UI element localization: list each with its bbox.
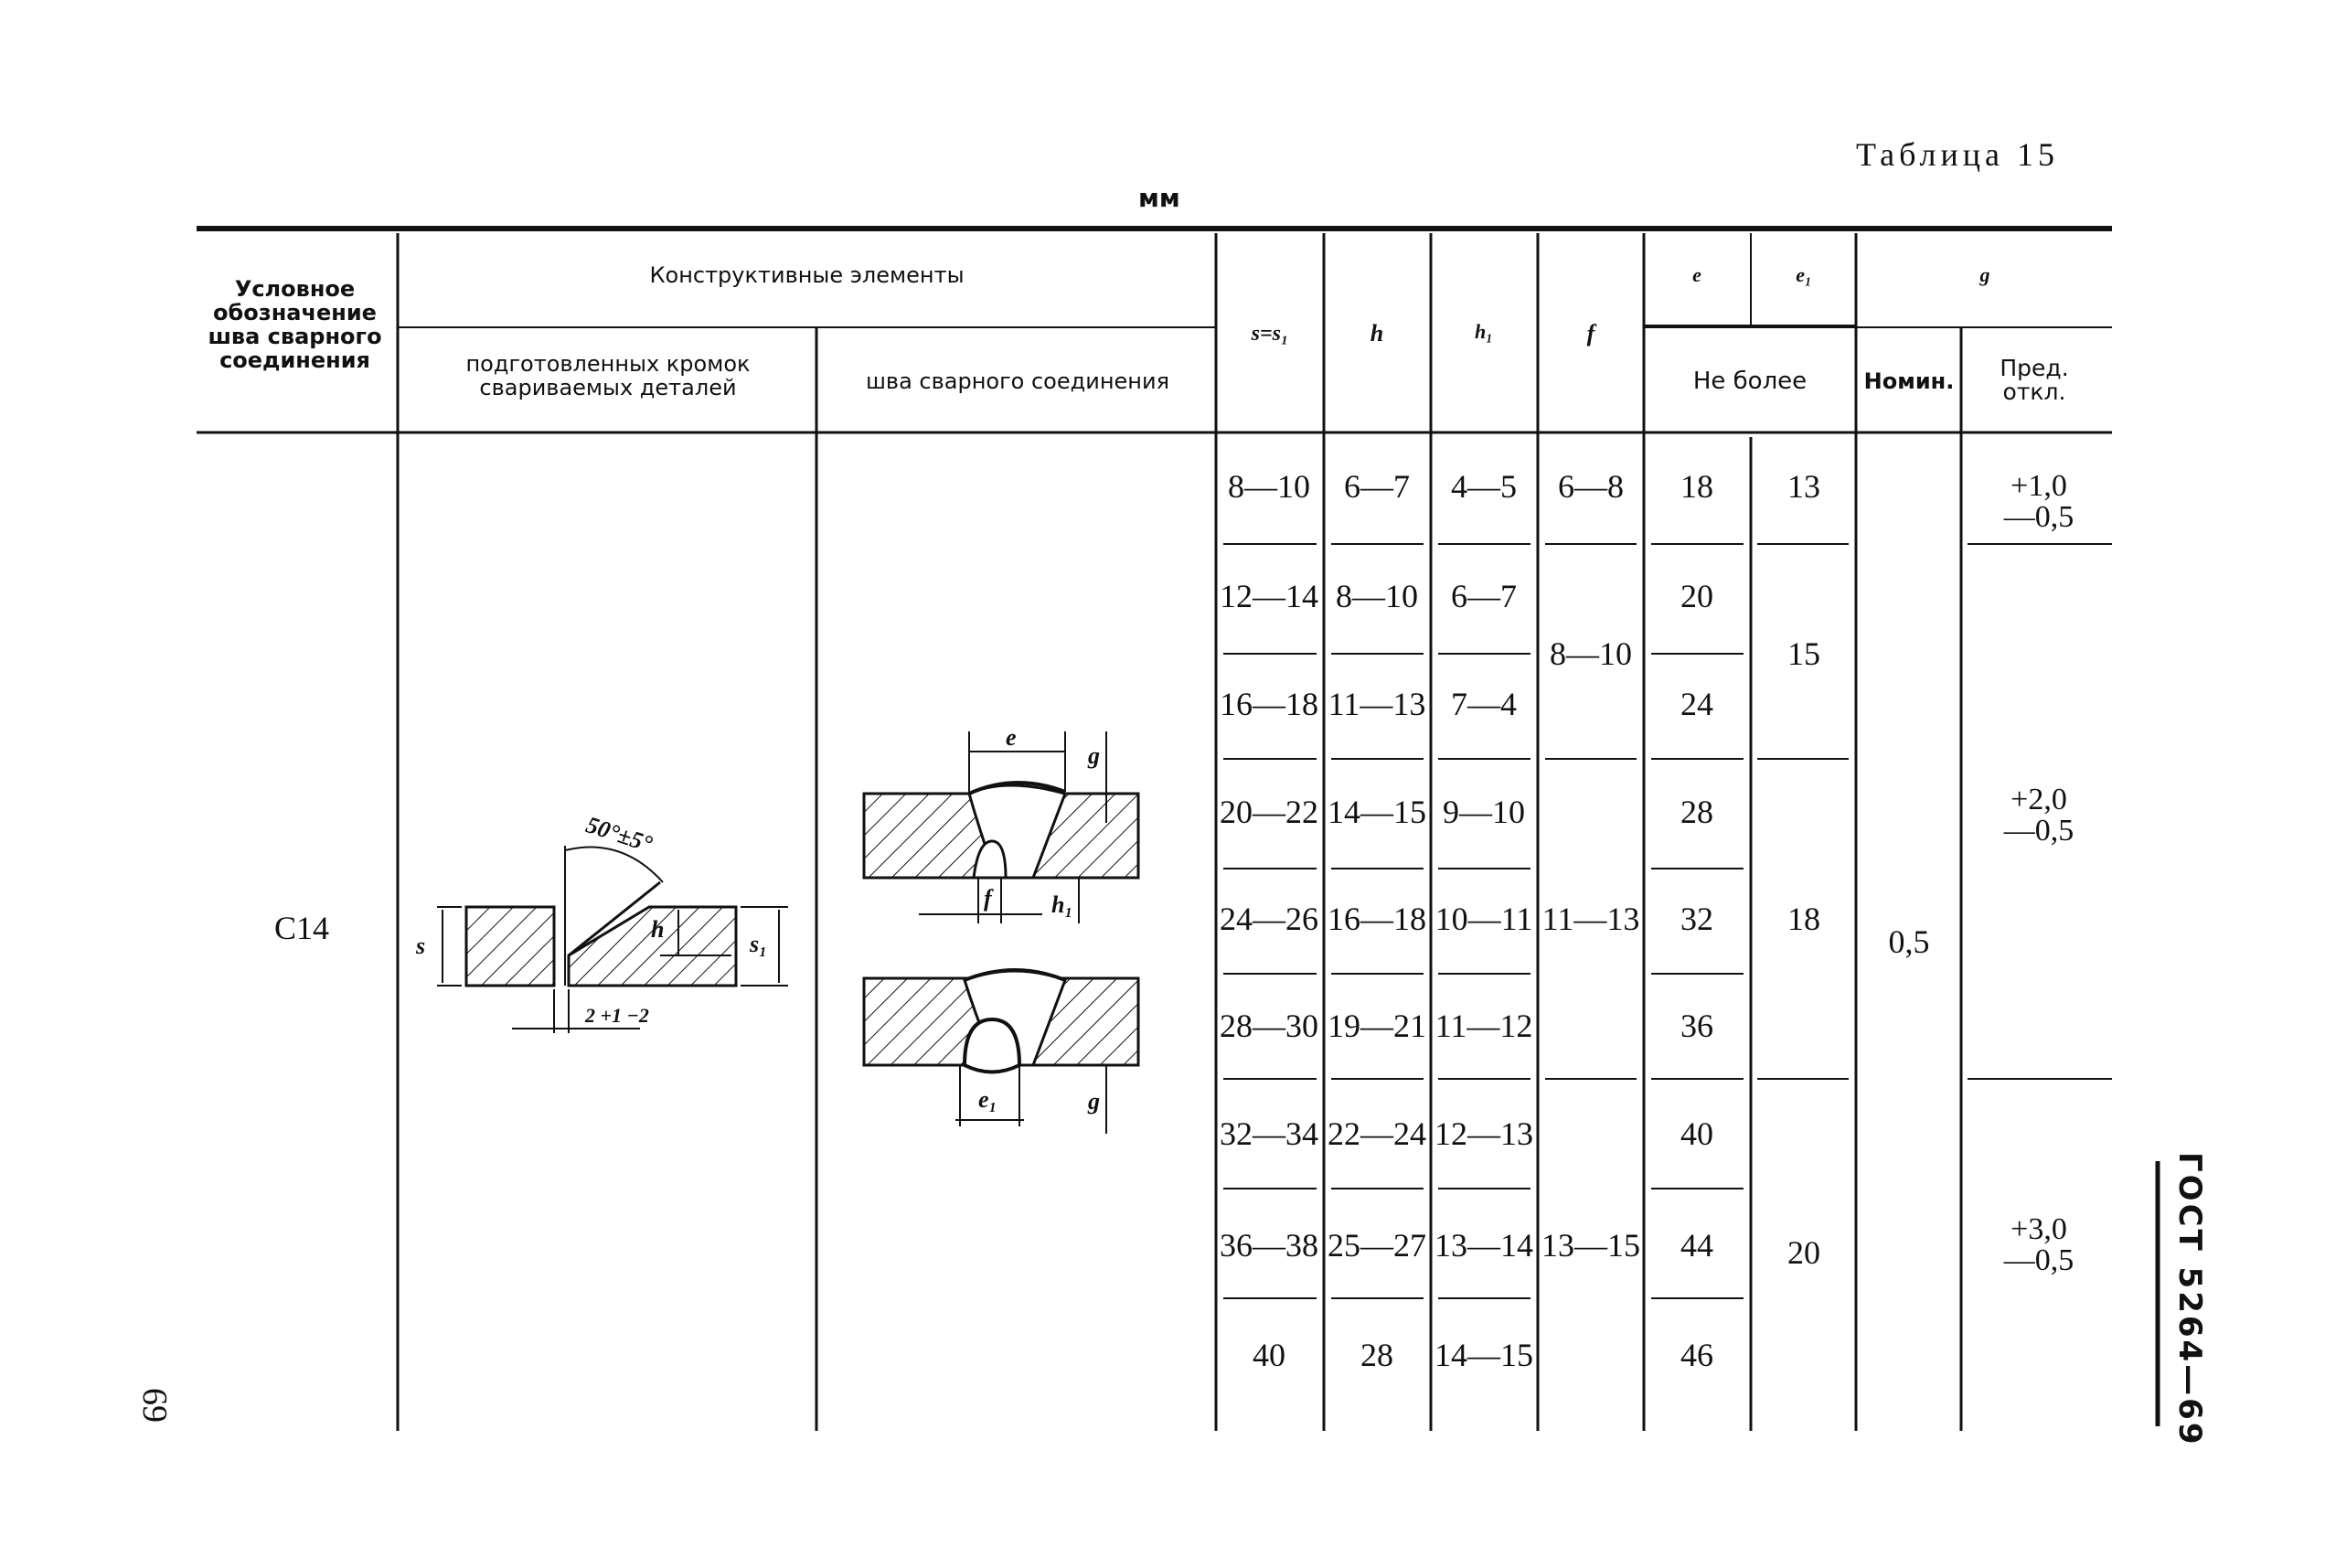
- prepared-edges-drawing: [437, 846, 788, 1033]
- cell-s-3: 16—18: [1220, 686, 1318, 722]
- header-constructive: Конструктивные элементы: [649, 262, 965, 288]
- cell-h-7: 22—24: [1328, 1115, 1426, 1152]
- dim-g-bottom-label: g: [1088, 1088, 1100, 1115]
- cell-h1-3: 7—4: [1451, 686, 1517, 722]
- cell-g-deviation-2: +2,0 —0,5: [1966, 784, 2112, 847]
- cell-e-5: 32: [1680, 901, 1713, 937]
- header-weld-seam: шва сварного соединения: [865, 368, 1170, 394]
- dim-gap-label: 2 +1 −2: [585, 1004, 649, 1027]
- cell-e-9: 46: [1680, 1337, 1713, 1373]
- dim-h1-label: h₁: [1051, 891, 1073, 918]
- dim-f-label: f: [984, 885, 992, 912]
- cell-e1-1: 13: [1787, 468, 1820, 505]
- cell-g-nominal: 0,5: [1888, 923, 1930, 960]
- cell-f-2: 8—10: [1550, 635, 1632, 672]
- g-deviation-2-minus: —0,5: [2003, 814, 2074, 848]
- cell-e1-4: 20: [1787, 1234, 1820, 1271]
- cell-h1-2: 6—7: [1451, 578, 1517, 614]
- dim-g-top-label: g: [1088, 742, 1100, 769]
- g-deviation-3-plus: +3,0: [2010, 1212, 2067, 1246]
- cell-e1-3: 18: [1787, 901, 1820, 937]
- cell-h1-1: 4—5: [1451, 468, 1517, 505]
- cell-e-1: 18: [1680, 468, 1713, 505]
- cell-h-5: 16—18: [1328, 901, 1426, 937]
- header-not-more: Не более: [1692, 368, 1808, 395]
- cell-s-1: 8—10: [1228, 468, 1310, 505]
- cell-h-1: 6—7: [1344, 468, 1410, 505]
- g-deviation-1-minus: —0,5: [2003, 500, 2074, 534]
- cell-h1-9: 14—15: [1434, 1337, 1533, 1373]
- cell-h-6: 19—21: [1328, 1008, 1426, 1044]
- cell-s-9: 40: [1253, 1337, 1285, 1373]
- cell-e-8: 44: [1680, 1227, 1713, 1264]
- cell-h-4: 14—15: [1328, 794, 1426, 830]
- cell-s-2: 12—14: [1220, 578, 1318, 614]
- header-e1: e₁: [1796, 263, 1812, 286]
- cell-h-9: 28: [1360, 1337, 1393, 1373]
- header-nominal: Номин.: [1863, 368, 1955, 394]
- cell-h1-5: 10—11: [1434, 901, 1533, 937]
- cell-f-4: 13—15: [1541, 1227, 1640, 1264]
- header-deviation: Пред. откл.: [2000, 355, 2069, 405]
- cell-s-8: 36—38: [1220, 1227, 1318, 1264]
- dim-s1-label: s₁: [750, 931, 768, 957]
- dim-e-label: e: [1006, 724, 1017, 751]
- cell-g-deviation-1: +1,0 —0,5: [1966, 471, 2112, 533]
- cell-e-4: 28: [1680, 794, 1713, 830]
- header-h: h: [1370, 320, 1384, 347]
- header-designation: Условное обозначение шва сварного соедин…: [208, 276, 382, 373]
- cell-f-1: 6—8: [1558, 468, 1624, 505]
- cell-h-8: 25—27: [1328, 1227, 1426, 1264]
- cell-s-6: 28—30: [1220, 1008, 1318, 1044]
- header-e: e: [1692, 263, 1701, 286]
- page-number: 69: [135, 1388, 174, 1423]
- units-label: мм: [1138, 183, 1180, 213]
- side-gost-label: ГОСТ 5264—69: [2171, 1152, 2208, 1447]
- cell-s-5: 24—26: [1220, 901, 1318, 937]
- cell-e-2: 20: [1680, 578, 1713, 614]
- header-g: g: [1979, 263, 1990, 286]
- g-deviation-3-minus: —0,5: [2003, 1243, 2074, 1277]
- g-deviation-1-plus: +1,0: [2010, 469, 2067, 503]
- cell-e1-2: 15: [1787, 635, 1820, 672]
- dim-h-label: h: [651, 916, 665, 943]
- cell-e-7: 40: [1680, 1115, 1713, 1152]
- cell-e-6: 36: [1680, 1008, 1713, 1044]
- cell-h1-6: 11—12: [1434, 1008, 1533, 1044]
- cell-h1-7: 12—13: [1434, 1115, 1533, 1152]
- cell-e-3: 24: [1680, 686, 1713, 722]
- cell-s-7: 32—34: [1220, 1115, 1318, 1152]
- cell-g-deviation-3: +3,0 —0,5: [1966, 1214, 2112, 1276]
- g-deviation-2-plus: +2,0: [2010, 783, 2067, 816]
- cell-h-2: 8—10: [1336, 578, 1418, 614]
- cell-h1-4: 9—10: [1443, 794, 1525, 830]
- cell-h-3: 11—13: [1328, 686, 1426, 722]
- header-s: s=s₁: [1251, 322, 1289, 346]
- designation-value: С14: [273, 910, 329, 946]
- cell-h1-8: 13—14: [1434, 1227, 1533, 1264]
- table-label: Таблица 15: [1856, 136, 2059, 173]
- weld-seam-drawing: [862, 731, 1140, 1134]
- header-prepared-edges: подготовленных кромок свариваемых детале…: [465, 351, 751, 400]
- header-f: f: [1586, 320, 1595, 347]
- cell-f-3: 11—13: [1541, 901, 1640, 937]
- dim-s-label: s: [416, 933, 426, 959]
- cell-s-4: 20—22: [1220, 794, 1318, 830]
- header-h1: h₁: [1475, 320, 1493, 343]
- dim-e1-label: e₁: [978, 1086, 997, 1113]
